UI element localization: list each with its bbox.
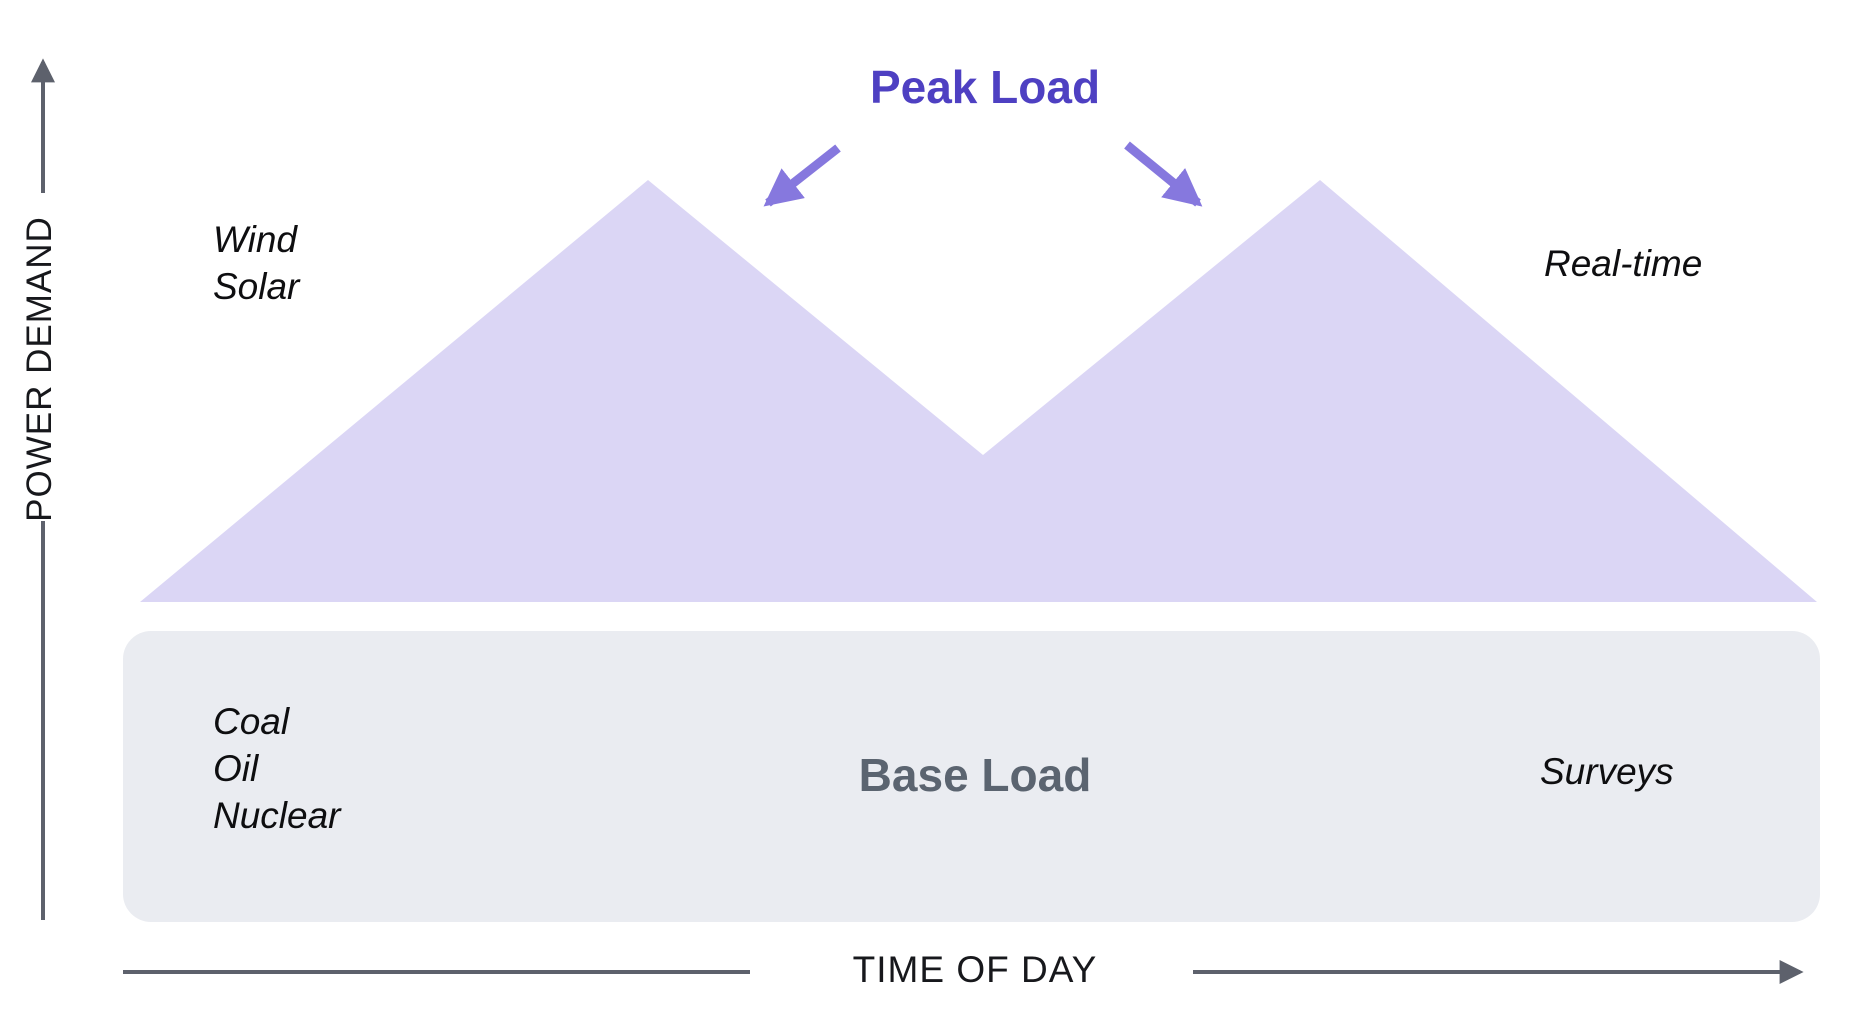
peak-arrow-left-icon	[763, 144, 841, 207]
real-time-label: Real-time	[1544, 243, 1703, 284]
x-axis-label: TIME OF DAY	[852, 949, 1098, 990]
base-load-box	[123, 631, 1820, 922]
base-load-title: Base Load	[858, 749, 1092, 801]
base-sources-label: Coal Oil Nuclear	[213, 701, 341, 836]
peak-sources-label: Wind Solar	[213, 219, 300, 307]
peak-arrow-right-icon	[1124, 141, 1203, 207]
peak-load-area-shape	[140, 180, 1817, 602]
peak-load-title: Peak Load	[869, 61, 1101, 113]
surveys-label: Surveys	[1540, 751, 1674, 792]
y-axis-label: POWER DEMAND	[20, 216, 59, 522]
